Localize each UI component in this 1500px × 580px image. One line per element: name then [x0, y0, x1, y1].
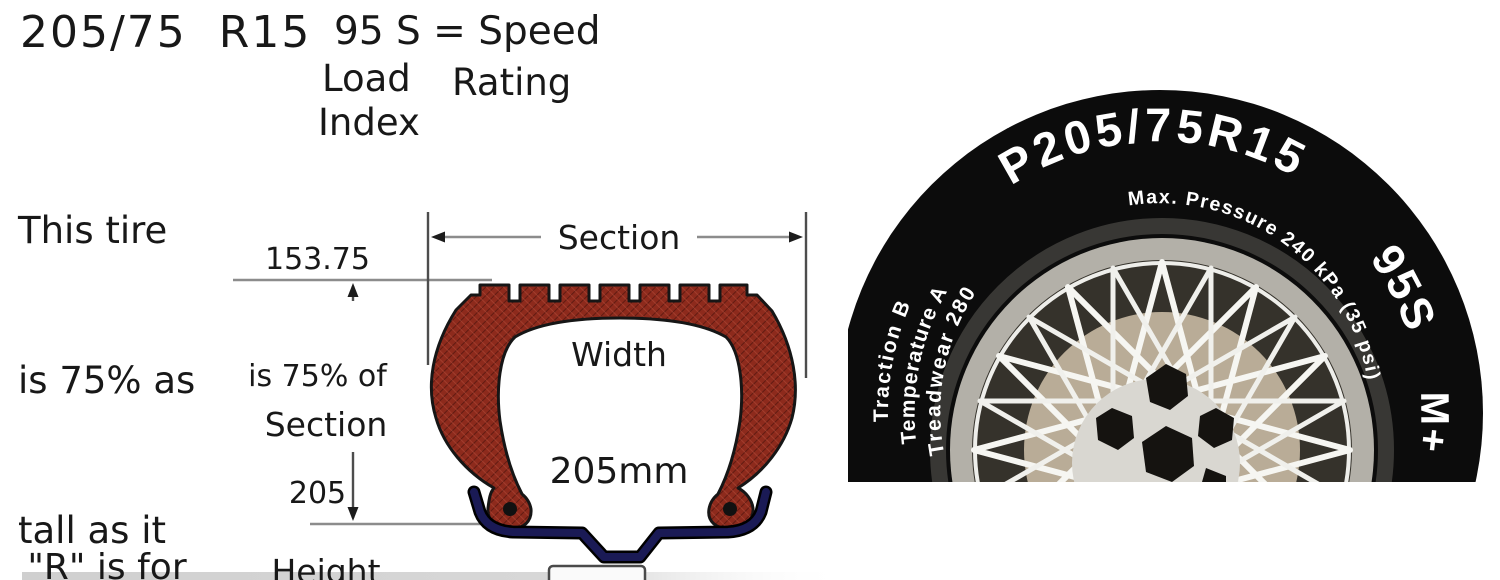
hub-hole: [1202, 468, 1226, 482]
left-bead-dot: [503, 502, 517, 516]
section-width-value: 205mm: [549, 451, 689, 492]
aspect-note-line: This tire: [18, 209, 168, 252]
percent-calculation-note: 153.75 is 75% of 205: [230, 162, 405, 580]
dimension-lines: [233, 235, 799, 526]
spoke-lattice-star-1: [971, 259, 1353, 482]
arrow-down-icon: [347, 507, 359, 521]
section-width-label: Section Width 205mm: [528, 140, 710, 569]
section-height-line: Height: [271, 552, 381, 580]
spoke-lattice-star-2: [977, 265, 1347, 482]
arrow-right-icon: [789, 231, 803, 243]
section-height-line: Section: [264, 405, 388, 444]
bottom-gray-strip: [22, 572, 846, 580]
aspect-note-line: tall as it: [18, 509, 166, 552]
wheel-hub-section-box: [547, 564, 647, 580]
section-width-line: Section: [557, 218, 681, 257]
load-index-speed-line: 95 S = Speed: [334, 9, 601, 54]
mud-snow-textpath: M+: [1409, 392, 1454, 457]
hub-hole: [1096, 408, 1134, 450]
tire-photo-svg: P205/75R15 Max. Pressure 240 kPa (35 psi…: [848, 90, 1483, 482]
hub-holes: [1096, 364, 1234, 482]
tire-cross-section-diagram: [22, 212, 846, 580]
radial-note: "R" is for Radial: [12, 448, 202, 580]
right-bead-dot: [723, 502, 737, 516]
wire-spoke-wheel: [950, 238, 1374, 482]
section-height-label: Section Height 153.75mm: [226, 302, 426, 580]
percent-note-line: 153.75: [265, 242, 370, 277]
hub-hole: [1142, 426, 1194, 482]
percent-note-line: 205: [288, 476, 347, 511]
radial-note-line: "R" is for: [27, 547, 187, 580]
rim-profile-path: [470, 488, 770, 561]
hub-cap: [1072, 379, 1240, 482]
tire-cross-section-path: [429, 283, 797, 531]
hub-hole: [1198, 408, 1234, 448]
aspect-ratio-note: This tire is 75% as tall as it is wide t…: [18, 106, 195, 580]
percent-note-line: is 75% of: [248, 359, 387, 394]
mud-snow-text: M+: [1409, 392, 1456, 457]
tire-size-code: 205/75 R15: [20, 7, 312, 58]
load-label: Load: [322, 57, 411, 100]
tire-sidewall-photo: P205/75R15 Max. Pressure 240 kPa (35 psi…: [848, 78, 1500, 482]
rating-label: Rating: [452, 61, 572, 104]
dimension-arrowheads: [347, 231, 803, 521]
aspect-note-line: is 75% as: [18, 359, 196, 402]
sidewall-shading-ring: [930, 218, 1394, 482]
arrow-up-icon: [347, 283, 359, 297]
arrow-left-icon: [431, 231, 445, 243]
hub-hole: [1146, 364, 1188, 410]
index-label: Index: [318, 101, 420, 144]
section-width-line: Width: [571, 335, 667, 374]
